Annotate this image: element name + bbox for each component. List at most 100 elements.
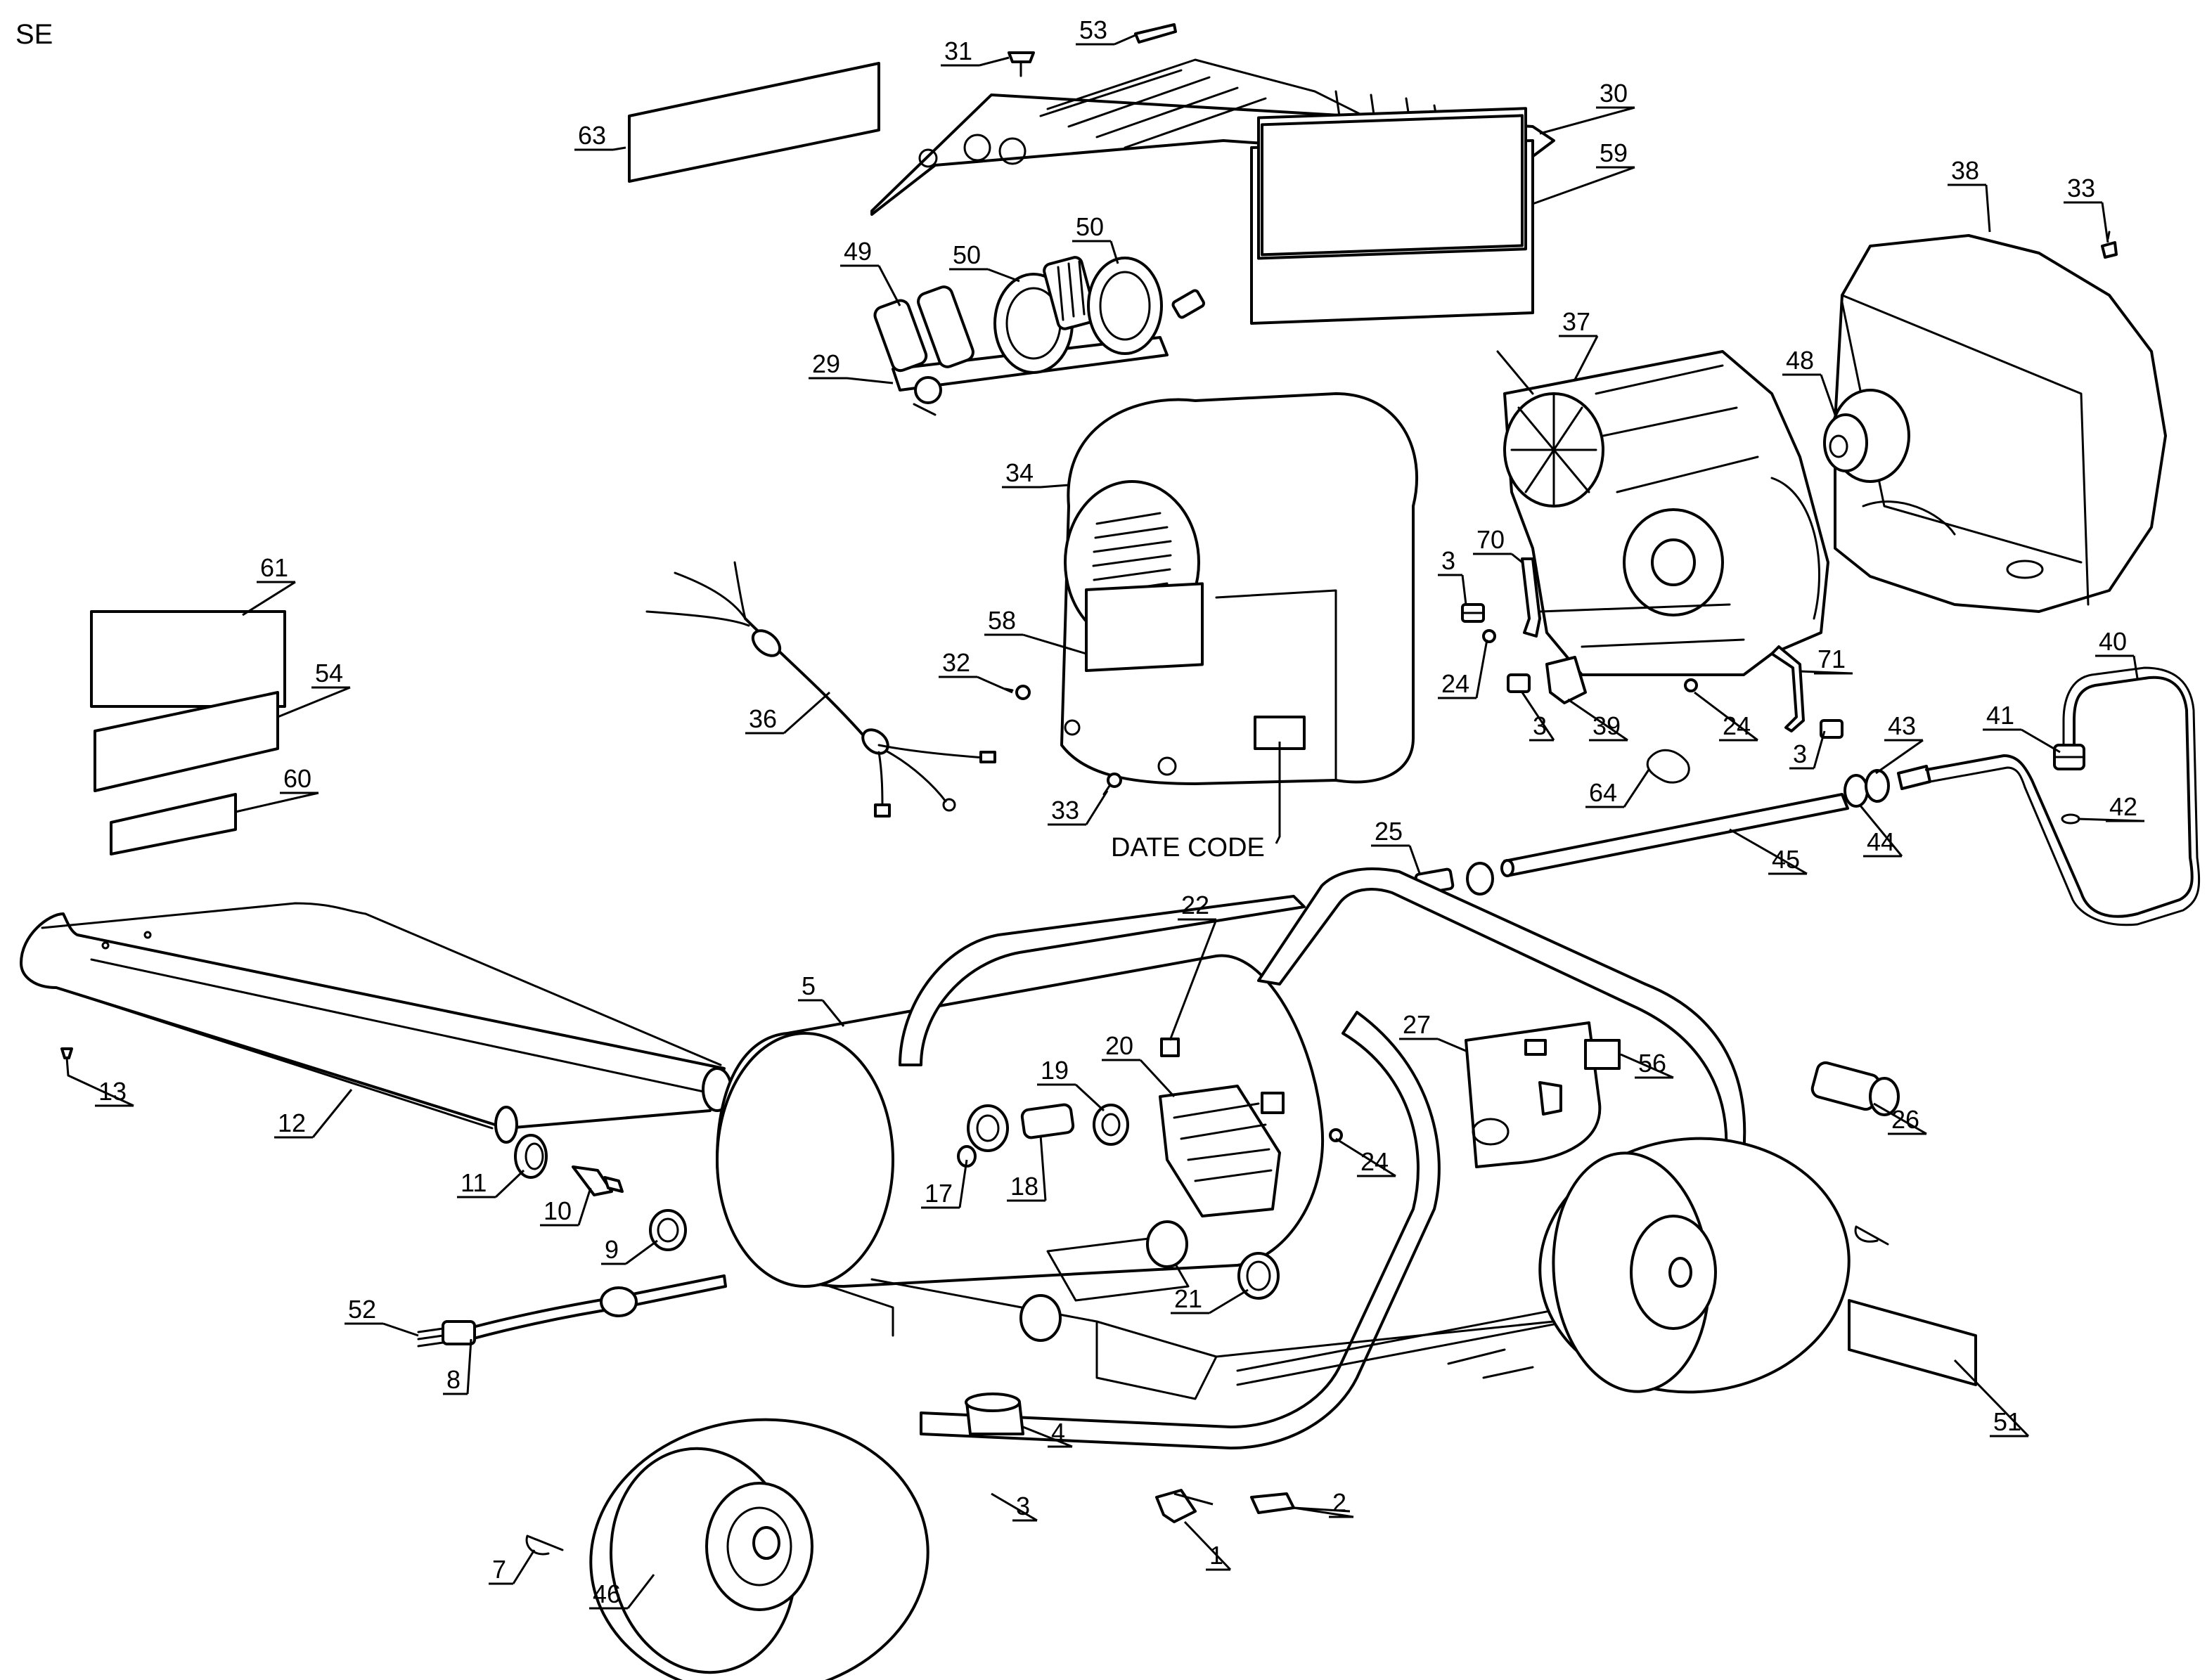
callout-leader-5 xyxy=(798,999,845,1027)
callout-52: 52 xyxy=(348,1295,376,1324)
clamp-44 xyxy=(1844,774,1869,808)
callout-leader-40 xyxy=(2095,654,2139,679)
callout-leader-26 xyxy=(1873,1102,1927,1135)
handle-12 xyxy=(20,902,733,1144)
callout-leader-31 xyxy=(941,56,1010,67)
screw-3-a xyxy=(1461,603,1485,623)
callout-34: 34 xyxy=(1005,458,1034,487)
callout-leader-27 xyxy=(1399,1038,1467,1052)
callout-38: 38 xyxy=(1951,156,1979,185)
screw-3-b xyxy=(1507,673,1531,693)
valve-48 xyxy=(1823,389,1910,483)
callout-leader-60 xyxy=(235,791,319,813)
label-59 xyxy=(1261,114,1524,257)
bushing-21 xyxy=(1237,1252,1280,1300)
callout-leader-38 xyxy=(1948,183,1991,233)
cap-11 xyxy=(514,1134,548,1179)
callout-1: 1 xyxy=(1209,1541,1223,1570)
callout-7: 7 xyxy=(492,1555,506,1584)
power-cord-8 xyxy=(442,1274,727,1345)
bracket-27 xyxy=(1465,1021,1602,1168)
clip-1 xyxy=(1155,1489,1197,1523)
bracket-10 xyxy=(572,1165,624,1196)
nut-24-b xyxy=(1684,678,1698,692)
callout-22: 22 xyxy=(1181,891,1209,919)
callout-leader-9 xyxy=(601,1239,658,1265)
screw-31 xyxy=(1008,51,1035,77)
callout-leader-11 xyxy=(457,1169,525,1198)
callout-leader-12 xyxy=(274,1089,353,1139)
screw-33-top xyxy=(2101,231,2118,259)
callout-leader-1 xyxy=(1183,1520,1232,1571)
callout-leader-52 xyxy=(345,1322,419,1337)
wheel-46 xyxy=(589,1418,929,1680)
date-code-label: DATE CODE xyxy=(1111,833,1265,862)
callout-3d: 3 xyxy=(1016,1492,1030,1520)
fitting-40-tube xyxy=(1897,666,2201,926)
screw-33-bottom xyxy=(1102,773,1122,796)
callout-leader-41 xyxy=(1983,728,2061,754)
callout-leader-61 xyxy=(242,581,296,616)
callout-leader-29 xyxy=(809,377,894,385)
callout-leader-44 xyxy=(1858,804,1903,858)
callout-leader-3c xyxy=(1789,730,1826,770)
callout-41: 41 xyxy=(1986,701,2014,730)
callout-60: 60 xyxy=(283,764,311,793)
callout-61: 61 xyxy=(260,553,288,582)
motor-cover-34 xyxy=(1060,392,1419,785)
label-51 xyxy=(1848,1299,1977,1386)
nipple-18 xyxy=(1020,1103,1075,1139)
callout-30: 30 xyxy=(1600,79,1628,108)
callout-71: 71 xyxy=(1817,645,1846,673)
callout-40: 40 xyxy=(2099,627,2127,656)
callout-leader-19 xyxy=(1037,1083,1105,1112)
motor-pump-37 xyxy=(1496,350,1829,676)
callout-54: 54 xyxy=(315,659,343,687)
shroud-30 xyxy=(870,58,1555,325)
clamp-25 xyxy=(1466,862,1494,896)
callout-21: 21 xyxy=(1174,1284,1202,1313)
coupler-49 xyxy=(873,285,974,373)
callout-leader-50b xyxy=(1072,240,1119,264)
rear-housing-38 xyxy=(1834,234,2167,613)
callout-13: 13 xyxy=(98,1077,127,1106)
callout-leader-70 xyxy=(1473,553,1523,564)
callout-leader-45 xyxy=(1729,828,1808,875)
callout-58: 58 xyxy=(988,606,1016,635)
callout-33b: 33 xyxy=(1051,796,1079,825)
callout-leader-17 xyxy=(921,1159,968,1209)
label-61 xyxy=(90,610,286,708)
callout-leader-53 xyxy=(1076,34,1136,46)
callout-leader-3a xyxy=(1438,574,1467,605)
wire-harness-36 xyxy=(645,561,996,818)
callout-4: 4 xyxy=(1051,1418,1065,1447)
callout-44: 44 xyxy=(1867,827,1895,856)
callout-leader-3d xyxy=(991,1492,1038,1522)
callout-leader-34 xyxy=(1002,484,1069,489)
clamp-43 xyxy=(1865,769,1890,803)
callout-leader-33a xyxy=(2064,201,2109,243)
callout-leader-10 xyxy=(540,1187,592,1227)
callout-leader-30 xyxy=(1539,106,1635,135)
callout-11: 11 xyxy=(461,1168,487,1197)
clip-53 xyxy=(1134,23,1177,44)
callout-26: 26 xyxy=(1891,1105,1919,1134)
callout-leader-63 xyxy=(574,146,626,151)
view-code: SE xyxy=(15,19,53,50)
callout-39: 39 xyxy=(1592,711,1621,740)
callout-51: 51 xyxy=(1993,1407,2021,1436)
bushing-19 xyxy=(1093,1104,1129,1146)
callout-32: 32 xyxy=(942,648,970,677)
callout-leader-18 xyxy=(1007,1135,1047,1202)
callout-45: 45 xyxy=(1772,845,1800,874)
label-54 xyxy=(94,691,279,792)
callout-29: 29 xyxy=(812,349,840,378)
callout-leader-7 xyxy=(489,1549,536,1585)
callout-leader-59 xyxy=(1532,166,1635,205)
callout-leader-25 xyxy=(1371,844,1422,876)
callout-56: 56 xyxy=(1638,1049,1666,1078)
callout-12: 12 xyxy=(278,1109,306,1137)
callout-59: 59 xyxy=(1600,138,1628,167)
callout-24c: 24 xyxy=(1360,1147,1389,1176)
